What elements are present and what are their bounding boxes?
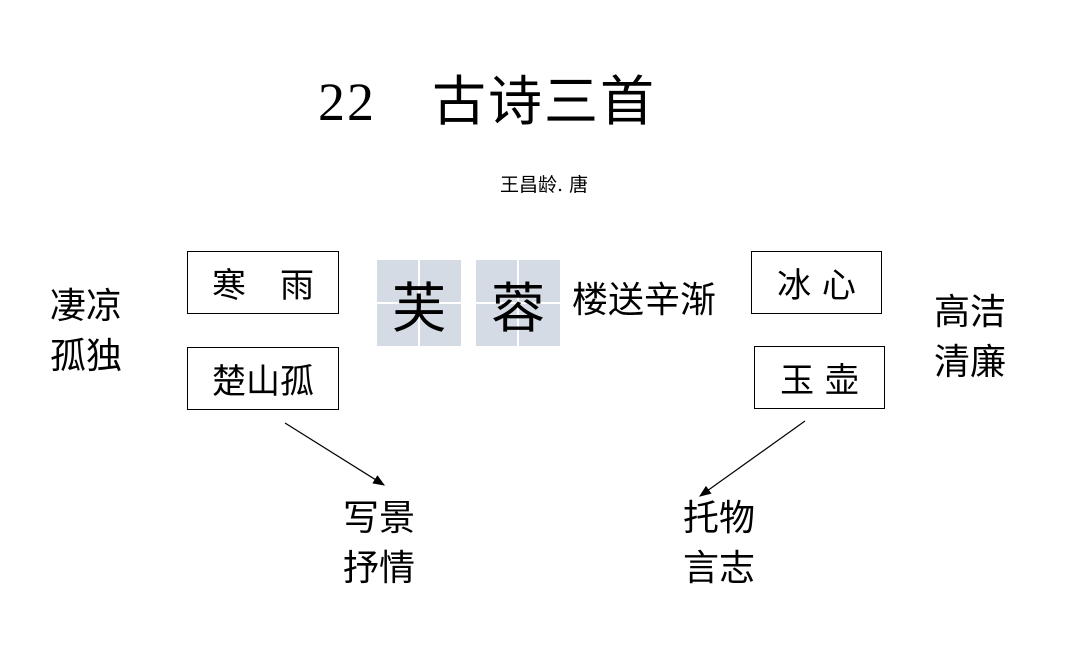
lesson-title: 古诗三首: [432, 70, 656, 133]
box-jade-pot: 玉 壶: [754, 346, 885, 409]
grid-char-2: 蓉: [491, 276, 545, 340]
bottom-left-label: 写景 抒情: [343, 494, 415, 594]
page-title: 22 古诗三首: [318, 70, 656, 134]
arrow-left: [284, 422, 386, 486]
right-mood-line1: 高洁: [934, 292, 1007, 333]
box-cold-rain: 寒 雨: [187, 251, 339, 314]
bottom-right-line1: 托物: [683, 498, 756, 539]
bottom-left-line2: 抒情: [343, 548, 416, 589]
bottom-right-label: 托物 言志: [683, 494, 755, 594]
tianzige-cell-2: 蓉: [476, 260, 560, 346]
bottom-left-line1: 写景: [343, 498, 416, 539]
right-mood: 高洁 清廉: [934, 288, 1006, 388]
author-line: 王昌龄. 唐: [500, 174, 589, 196]
arrow-right: [699, 420, 806, 497]
left-mood-line1: 凄凉: [50, 286, 123, 327]
poem-title-rest: 楼送辛渐: [572, 280, 717, 321]
lesson-number: 22: [318, 72, 376, 132]
bottom-right-line2: 言志: [683, 548, 756, 589]
grid-char-1: 芙: [392, 276, 446, 340]
right-mood-line2: 清廉: [934, 342, 1007, 383]
left-mood-line2: 孤独: [50, 336, 123, 377]
left-mood: 凄凉 孤独: [50, 282, 122, 382]
box-chu-mountain: 楚山孤: [187, 347, 339, 410]
tianzige-cell-1: 芙: [377, 260, 461, 346]
box-ice-heart: 冰 心: [751, 251, 882, 314]
